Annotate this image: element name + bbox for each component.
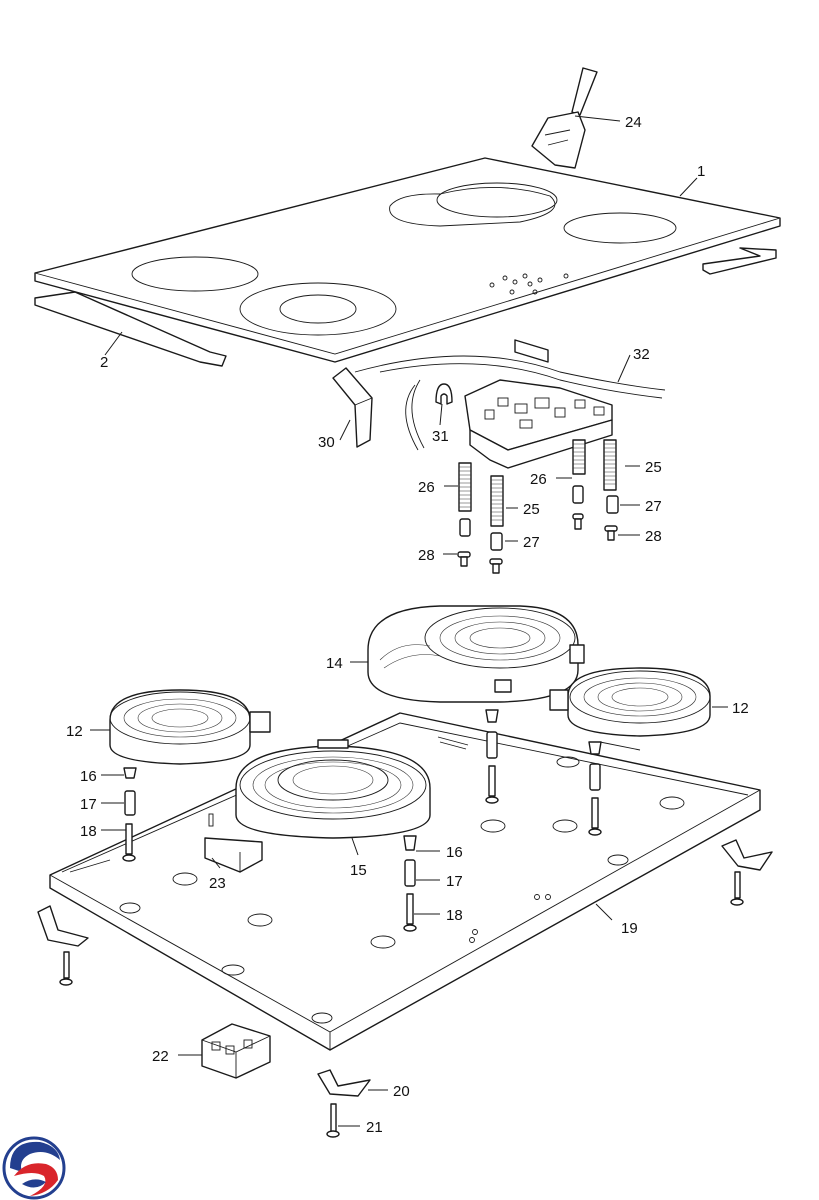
callout-27-left: 27 bbox=[523, 534, 540, 551]
callout-30: 30 bbox=[318, 434, 335, 451]
terminal-block bbox=[201, 1023, 271, 1079]
callout-12-right: 12 bbox=[732, 700, 749, 717]
callout-15: 15 bbox=[350, 862, 367, 879]
callout-14: 14 bbox=[326, 655, 343, 672]
callout-1: 1 bbox=[697, 163, 705, 180]
gasket-left bbox=[34, 291, 227, 367]
brand-swirl-icon bbox=[2, 1136, 66, 1200]
callout-17-center: 17 bbox=[446, 873, 463, 890]
callout-25-right: 25 bbox=[645, 459, 662, 476]
spring-25-left bbox=[490, 475, 504, 527]
heating-element-left bbox=[109, 689, 271, 765]
heating-element-large bbox=[235, 739, 431, 839]
callout-31: 31 bbox=[432, 428, 449, 445]
glass-ceramic-top bbox=[34, 157, 781, 363]
clamp-screws bbox=[59, 871, 744, 1138]
leader-lines bbox=[90, 115, 728, 1127]
spring-26-left bbox=[458, 462, 472, 512]
connection-cable bbox=[354, 355, 666, 451]
callout-26-left: 26 bbox=[418, 479, 435, 496]
fixing-set-rear-1 bbox=[485, 709, 499, 804]
callout-28-right: 28 bbox=[645, 528, 662, 545]
callout-12-left: 12 bbox=[66, 723, 83, 740]
mounting-bracket bbox=[204, 813, 263, 873]
callout-2: 2 bbox=[100, 354, 108, 371]
touch-control-dots bbox=[489, 273, 569, 295]
callout-28-left: 28 bbox=[418, 547, 435, 564]
spring-25-right bbox=[603, 439, 617, 491]
callout-19: 19 bbox=[621, 920, 638, 937]
control-screws bbox=[457, 513, 618, 574]
fixing-clamp-right bbox=[721, 839, 773, 871]
fixing-set-center bbox=[403, 835, 417, 932]
control-module bbox=[464, 379, 613, 469]
callout-27-right: 27 bbox=[645, 498, 662, 515]
gasket-right bbox=[514, 247, 777, 363]
callout-24: 24 bbox=[625, 114, 642, 131]
callout-20: 20 bbox=[393, 1083, 410, 1100]
fixing-set-left bbox=[122, 767, 137, 862]
fixing-clamp-bottom bbox=[317, 1069, 371, 1097]
callout-25-left: 25 bbox=[523, 501, 540, 518]
fixing-set-rear-2 bbox=[588, 741, 602, 836]
spring-26-right bbox=[572, 439, 586, 475]
callout-16-left: 16 bbox=[80, 768, 97, 785]
callout-18-left: 18 bbox=[80, 823, 97, 840]
callout-26-right: 26 bbox=[530, 471, 547, 488]
tray-bosses bbox=[119, 756, 685, 1024]
heating-element-dual-zone bbox=[367, 605, 585, 703]
callout-22: 22 bbox=[152, 1048, 169, 1065]
callout-18-center: 18 bbox=[446, 907, 463, 924]
callout-23: 23 bbox=[209, 875, 226, 892]
cable-clip bbox=[435, 383, 453, 405]
spacer-sleeves bbox=[459, 485, 619, 551]
scraper-tool bbox=[531, 67, 598, 169]
callout-17-left: 17 bbox=[80, 796, 97, 813]
callout-16-center: 16 bbox=[446, 844, 463, 861]
spacer-block bbox=[332, 367, 373, 448]
fixing-clamp-left bbox=[37, 905, 89, 947]
callout-21: 21 bbox=[366, 1119, 383, 1136]
callout-numbers: 1 2 24 32 30 31 26 26 25 25 27 27 28 28 … bbox=[66, 114, 749, 1136]
callout-32: 32 bbox=[633, 346, 650, 363]
heating-element-right bbox=[549, 667, 711, 737]
